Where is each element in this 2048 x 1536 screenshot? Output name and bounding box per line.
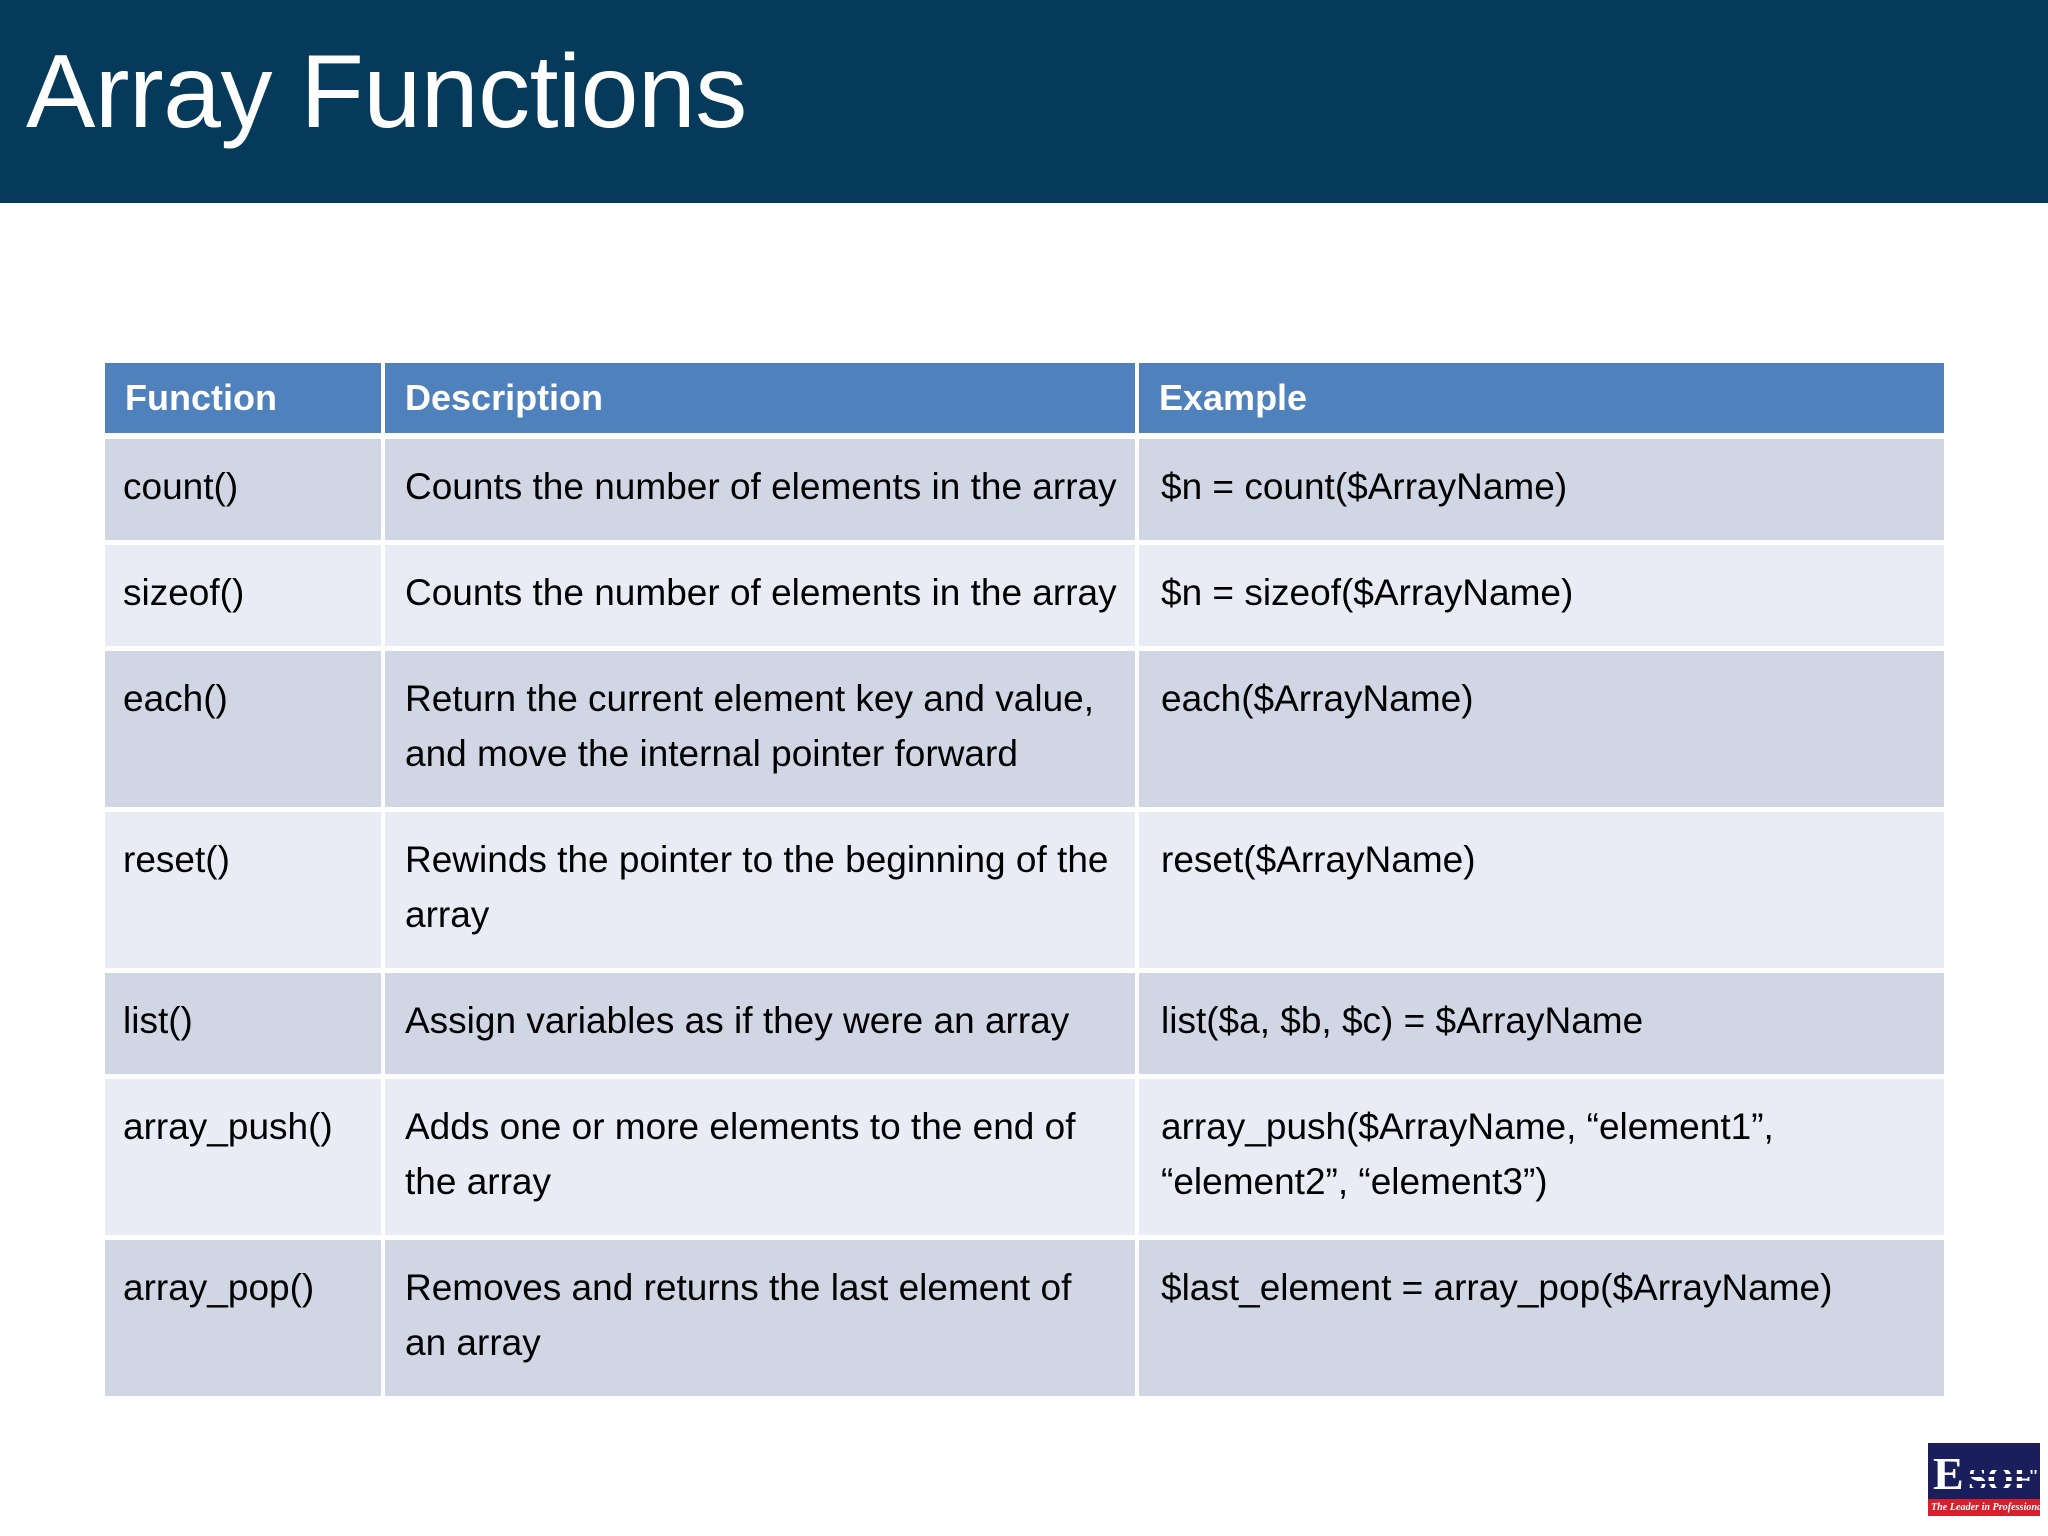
cell-example: array_push($ArrayName, “element1”, “elem…	[1139, 1079, 1944, 1240]
cell-example: $n = sizeof($ArrayName)	[1139, 545, 1944, 651]
cell-example: $last_element = array_pop($ArrayName)	[1139, 1240, 1944, 1396]
cell-description: Counts the number of elements in the arr…	[385, 545, 1139, 651]
cell-function: sizeof()	[105, 545, 385, 651]
logo-letter-e: E	[1933, 1448, 1964, 1499]
cell-function: reset()	[105, 812, 385, 973]
cell-description: Assign variables as if they were an arra…	[385, 973, 1139, 1079]
logo-red-bar: The Leader in Professional IT Education	[1928, 1499, 2040, 1516]
page-title: Array Functions	[26, 34, 747, 150]
logo-tagline: The Leader in Professional IT Education	[1931, 1501, 2040, 1513]
cell-description: Return the current element key and value…	[385, 651, 1139, 812]
table-row: array_pop() Removes and returns the last…	[105, 1240, 1944, 1396]
column-header-function: Function	[105, 363, 385, 439]
table-header: Function Description Example	[105, 363, 1944, 439]
cell-function: list()	[105, 973, 385, 1079]
array-functions-table-wrapper: Function Description Example count() Cou…	[105, 363, 1944, 1396]
cell-description: Adds one or more elements to the end of …	[385, 1079, 1139, 1240]
cell-function: array_push()	[105, 1079, 385, 1240]
cell-function: count()	[105, 439, 385, 545]
table-row: list() Assign variables as if they were …	[105, 973, 1944, 1079]
cell-example: reset($ArrayName)	[1139, 812, 1944, 973]
cell-description: Counts the number of elements in the arr…	[385, 439, 1139, 545]
column-header-example: Example	[1139, 363, 1944, 439]
cell-example: each($ArrayName)	[1139, 651, 1944, 812]
table-row: reset() Rewinds the pointer to the begin…	[105, 812, 1944, 973]
cell-example: list($a, $b, $c) = $ArrayName	[1139, 973, 1944, 1079]
table-row: sizeof() Counts the number of elements i…	[105, 545, 1944, 651]
table-body: count() Counts the number of elements in…	[105, 439, 1944, 1396]
column-header-description: Description	[385, 363, 1139, 439]
cell-description: Removes and returns the last element of …	[385, 1240, 1139, 1396]
cell-example: $n = count($ArrayName)	[1139, 439, 1944, 545]
cell-description: Rewinds the pointer to the beginning of …	[385, 812, 1139, 973]
title-banner: Array Functions	[0, 0, 2048, 203]
table-row: each() Return the current element key an…	[105, 651, 1944, 812]
table-row: count() Counts the number of elements in…	[105, 439, 1944, 545]
cell-function: each()	[105, 651, 385, 812]
cell-function: array_pop()	[105, 1240, 385, 1396]
array-functions-table: Function Description Example count() Cou…	[105, 363, 1944, 1396]
table-row: array_push() Adds one or more elements t…	[105, 1079, 1944, 1240]
